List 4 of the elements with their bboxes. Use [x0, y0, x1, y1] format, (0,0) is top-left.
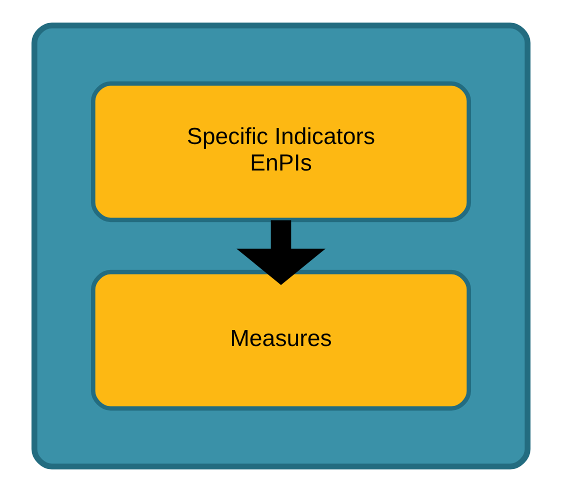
node-box: Measures — [90, 270, 472, 411]
cluster — [32, 22, 530, 470]
node-box: Specific Indicators EnPIs — [90, 81, 472, 222]
arrow — [236, 220, 326, 286]
